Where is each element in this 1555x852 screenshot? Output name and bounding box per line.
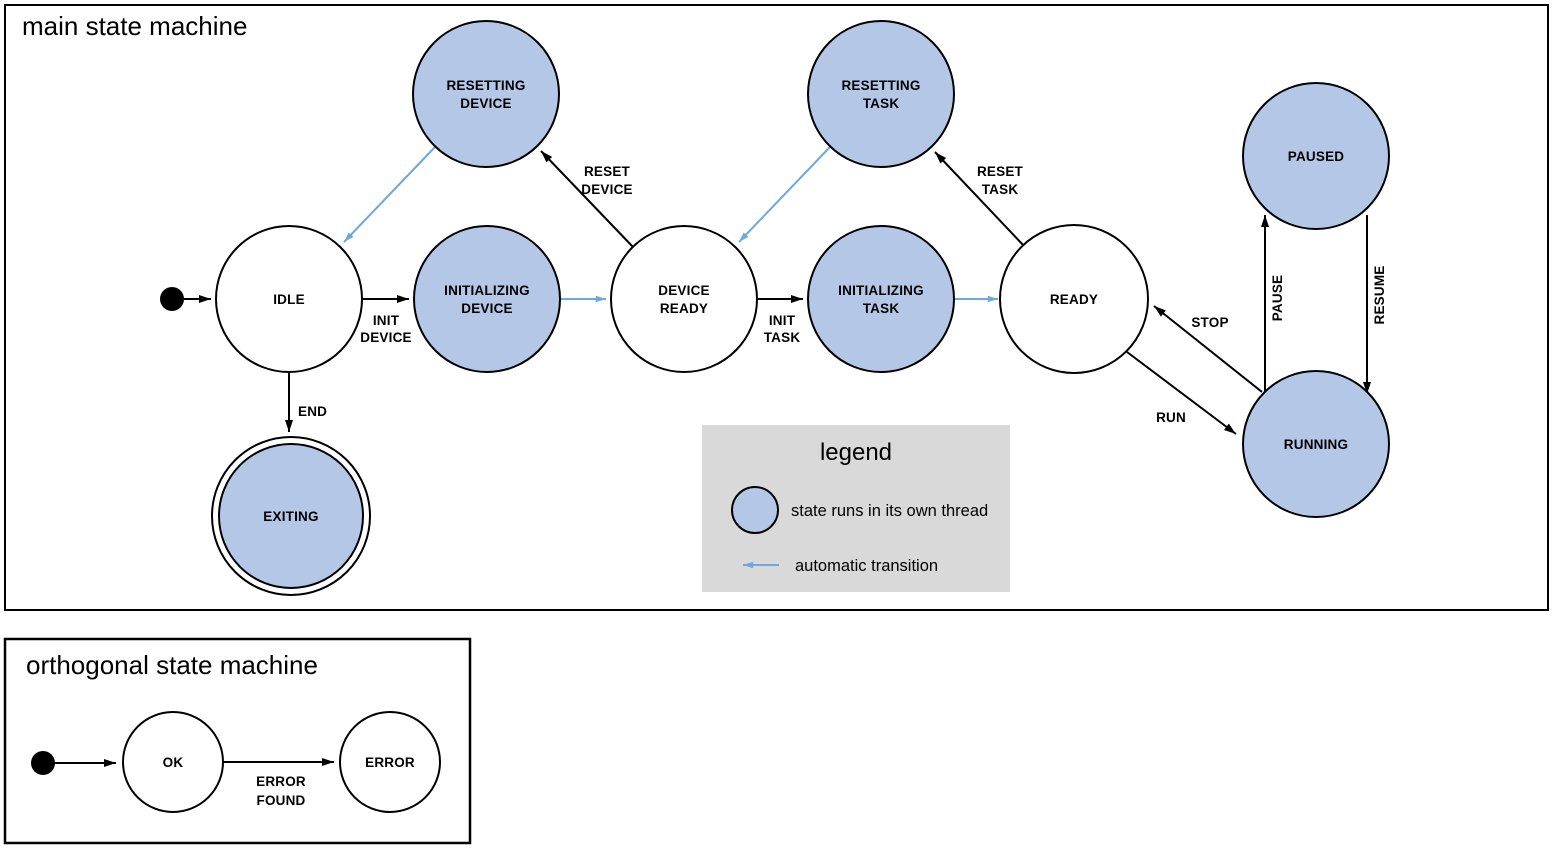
state-initializing-device-label-line2: DEVICE: [461, 301, 512, 316]
state-ready-circle: [999, 224, 1149, 374]
legend-thread-item-label: state runs in its own thread: [791, 502, 988, 520]
transition-stop-label: STOP: [1191, 315, 1228, 330]
transition-init-device-label-line2: DEVICE: [360, 330, 411, 345]
transition-reset-device-label-line1: RESET: [584, 164, 631, 179]
state-device-ready-label-line2: READY: [660, 301, 708, 316]
state-resetting-task-label-line2: TASK: [863, 96, 900, 111]
state-ok-circle: [122, 711, 224, 813]
state-paused-circle: [1242, 82, 1390, 230]
orthogonal-initial-state-dot: [31, 751, 55, 775]
legend: legend state runs in its own thread auto…: [702, 425, 1010, 592]
state-device-ready-circle: [610, 225, 758, 373]
state-initializing-task-label-line2: TASK: [863, 301, 900, 316]
state-exiting-circle: [218, 443, 364, 589]
state-idle-circle: [215, 225, 363, 373]
transition-auto-resetting-device-to-idle: [343, 146, 436, 243]
state-exiting-label: EXITING: [263, 509, 318, 524]
state-resetting-device-label-line1: RESETTING: [446, 78, 525, 93]
transition-reset-task-label-line1: RESET: [977, 164, 1024, 179]
transition-run: [1126, 351, 1237, 435]
state-device-ready-label-line1: DEVICE: [658, 283, 709, 298]
transition-end-label: END: [298, 404, 327, 419]
state-running-circle: [1242, 370, 1390, 518]
state-paused-label: PAUSED: [1288, 149, 1345, 164]
legend-thread-state-icon: [731, 486, 779, 534]
state-initializing-task-label-line1: INITIALIZING: [838, 283, 924, 298]
legend-auto-item-label: automatic transition: [795, 557, 938, 575]
transition-reset-task-label-line2: TASK: [982, 182, 1019, 197]
state-initializing-task-circle: [807, 225, 955, 373]
transition-reset-device: [540, 150, 634, 248]
state-resetting-device-label-line2: DEVICE: [460, 96, 511, 111]
transition-init-task-label-line1: INIT: [769, 313, 796, 328]
orthogonal-panel-border: [3, 637, 472, 845]
transition-resume-label: RESUME: [1372, 266, 1387, 325]
transition-reset-device-label-line2: DEVICE: [581, 182, 632, 197]
transition-init-task-label-line2: TASK: [764, 330, 801, 345]
legend-title: legend: [820, 439, 892, 466]
transition-pause-label: PAUSE: [1270, 275, 1285, 322]
state-ready-label: READY: [1050, 292, 1098, 307]
state-initializing-device-circle: [413, 225, 561, 373]
transition-stop: [1153, 305, 1263, 393]
transition-error-found-label-line1: ERROR: [256, 774, 306, 789]
state-initializing-device-label-line1: INITIALIZING: [444, 283, 530, 298]
state-running-label: RUNNING: [1284, 437, 1348, 452]
state-resetting-task-label-line1: RESETTING: [841, 78, 920, 93]
transition-reset-task: [934, 151, 1025, 247]
state-idle-label: IDLE: [273, 292, 305, 307]
main-state-machine-panel: main state machine INIT DEVICE RESET DEV…: [4, 4, 1549, 611]
main-initial-state-dot: [160, 287, 184, 311]
state-error-label: ERROR: [365, 755, 415, 770]
transition-error-found-label-line2: FOUND: [257, 793, 306, 808]
transition-init-device-label-line1: INIT: [373, 313, 400, 328]
orthogonal-state-machine-panel: orthogonal state machine ERROR FOUND OK …: [3, 637, 472, 845]
state-ok-label: OK: [163, 755, 184, 770]
orthogonal-panel-title: orthogonal state machine: [26, 650, 318, 680]
state-error-circle: [339, 711, 441, 813]
state-resetting-task-circle: [807, 20, 955, 168]
state-resetting-device-circle: [412, 20, 560, 168]
main-panel-border: [4, 4, 1549, 611]
transition-auto-resetting-task-to-device-ready: [738, 146, 831, 243]
transition-run-label: RUN: [1156, 410, 1186, 425]
main-panel-title: main state machine: [22, 11, 247, 41]
